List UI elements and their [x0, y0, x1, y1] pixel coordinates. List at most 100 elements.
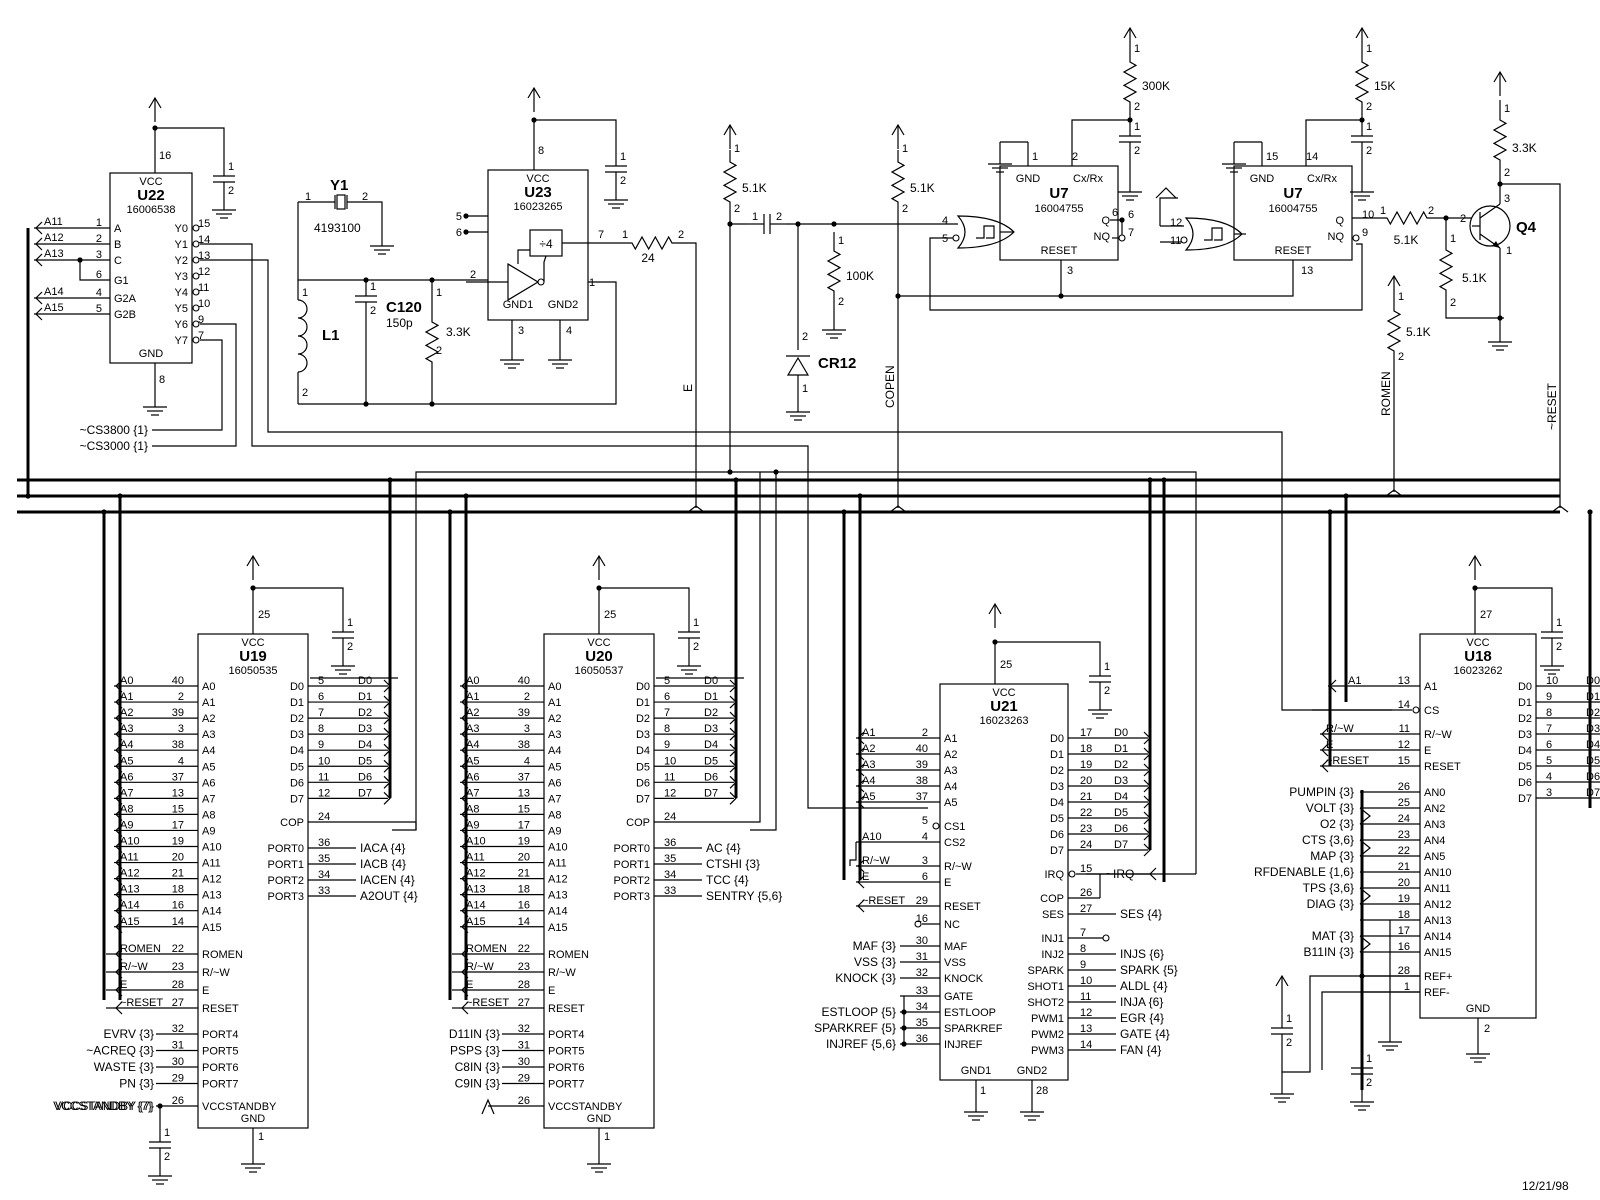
pin-name: GND1: [503, 299, 534, 311]
ground-icon: [143, 395, 167, 416]
pin-number: 38: [172, 739, 184, 751]
pin-number: 13: [198, 250, 210, 262]
pin-name: INJREF: [944, 1039, 983, 1051]
inversion-bubble: [1352, 234, 1360, 242]
ground-icon: [677, 654, 701, 675]
net-label: A15: [466, 916, 486, 928]
pin-name: A3: [548, 729, 561, 741]
pin-number: 13: [1080, 1023, 1092, 1035]
net-label: PN {3}: [119, 1077, 154, 1091]
net-label: D4: [1586, 739, 1600, 751]
bus-entry-icon: [115, 759, 123, 773]
pin-name: A13: [548, 890, 568, 902]
pin-number: 13: [518, 787, 530, 799]
pin-number: 12: [318, 787, 330, 799]
bus-entry-icon: [857, 795, 865, 809]
net-label: SPARKREF {5}: [814, 1021, 896, 1035]
bus-entry-icon: [383, 759, 391, 773]
pin-name: D6: [636, 777, 650, 789]
net-label: SPARK {5}: [1120, 963, 1178, 977]
net-label: D4: [1114, 791, 1128, 803]
pin-number: 14: [518, 916, 530, 928]
pin-name: A6: [202, 777, 215, 789]
resistor-24: [620, 235, 684, 251]
pin-number: 12: [1080, 1007, 1092, 1019]
pin-name: AN0: [1424, 787, 1445, 799]
component-value: 5.1K: [742, 181, 767, 195]
inversion-bubble: [1118, 234, 1126, 242]
component-value: 5.1K: [1394, 233, 1419, 247]
pin-number: 1: [1134, 121, 1140, 133]
net-label: D1: [358, 691, 372, 703]
pin-number: 3: [922, 855, 928, 867]
net-label: EVRV {3}: [104, 1027, 154, 1041]
capacitor: [1271, 1012, 1293, 1050]
pin-number: 22: [1080, 807, 1092, 819]
bus-entry-icon: [461, 679, 469, 693]
wire: [750, 472, 777, 831]
net-label: CTS {3,6}: [1302, 833, 1354, 847]
pin-number: 9: [1080, 959, 1086, 971]
bus-entry-icon: [115, 856, 123, 869]
junction-dot: [1343, 493, 1349, 499]
inversion-bubble: [1412, 706, 1420, 714]
pin-number: 33: [318, 885, 330, 897]
net-label: FAN {4}: [1120, 1043, 1161, 1057]
bus-entry-icon: [115, 965, 123, 979]
bus-entry-icon: [1321, 759, 1329, 773]
pin-number: 25: [258, 609, 270, 621]
pin-number: 32: [518, 1023, 530, 1035]
pin-number: 15: [1080, 863, 1092, 875]
ground-icon: [964, 1100, 988, 1121]
bus-entry-icon: [383, 695, 391, 709]
pin-name: A2: [548, 713, 561, 725]
net-label: MAP {3}: [1310, 849, 1354, 863]
junction-dot: [901, 1025, 907, 1031]
net-label: PUMPIN {3}: [1289, 785, 1354, 799]
pin-number: 32: [916, 967, 928, 979]
component-value: 5.1K: [1406, 325, 1431, 339]
pin-number: 14: [1306, 151, 1318, 163]
nor-gate-icon: [956, 215, 1015, 249]
diode-icon: [786, 356, 810, 376]
pin-name: D0: [290, 681, 304, 693]
bus-entry-icon: [383, 743, 391, 757]
pin-number: 24: [1080, 839, 1092, 851]
pin-name: VCCSTANDBY: [548, 1101, 623, 1113]
net-label: A1: [466, 691, 479, 703]
pin-name: E: [202, 985, 209, 997]
pin-name: D2: [290, 713, 304, 725]
net-label: A13: [466, 884, 486, 896]
pin-number: 2: [693, 641, 699, 653]
pin-number: 20: [1398, 877, 1410, 889]
net-label: ROMEN: [120, 943, 161, 955]
pin-number: 36: [664, 837, 676, 849]
pin-name: SPARK: [1028, 965, 1065, 977]
pin-number: 11: [1170, 235, 1181, 247]
nor-gate-icon: [1184, 217, 1243, 251]
pin-name: A1: [944, 733, 957, 745]
pin-number: 24: [318, 811, 330, 823]
pin-number: 2: [734, 203, 740, 215]
component-value: 15K: [1374, 79, 1395, 93]
pin-name: A5: [548, 761, 561, 773]
pin-name: Y6: [175, 319, 188, 331]
bus-entry-icon: [857, 899, 865, 913]
pin-name: A4: [548, 745, 561, 757]
pin-name: AN4: [1424, 835, 1445, 847]
pin-number: 1: [838, 235, 844, 247]
ic-ref: U23: [524, 184, 552, 201]
pin-name: A1: [1424, 681, 1437, 693]
capacitor: [605, 150, 627, 188]
pin-number: 28: [1036, 1085, 1048, 1097]
vcc-label: VCC: [992, 687, 1015, 699]
bus-entry-icon: [461, 791, 469, 805]
pin-number: 1: [693, 617, 699, 629]
part-number: 16004755: [1269, 203, 1318, 215]
junction-dot: [117, 493, 123, 499]
pin-name: R/~W: [944, 861, 972, 873]
pin-number: 4: [1546, 771, 1552, 783]
pin-number: 16: [518, 900, 530, 912]
power-arrow-icon: [148, 96, 162, 122]
pin-number: 2: [370, 305, 376, 317]
